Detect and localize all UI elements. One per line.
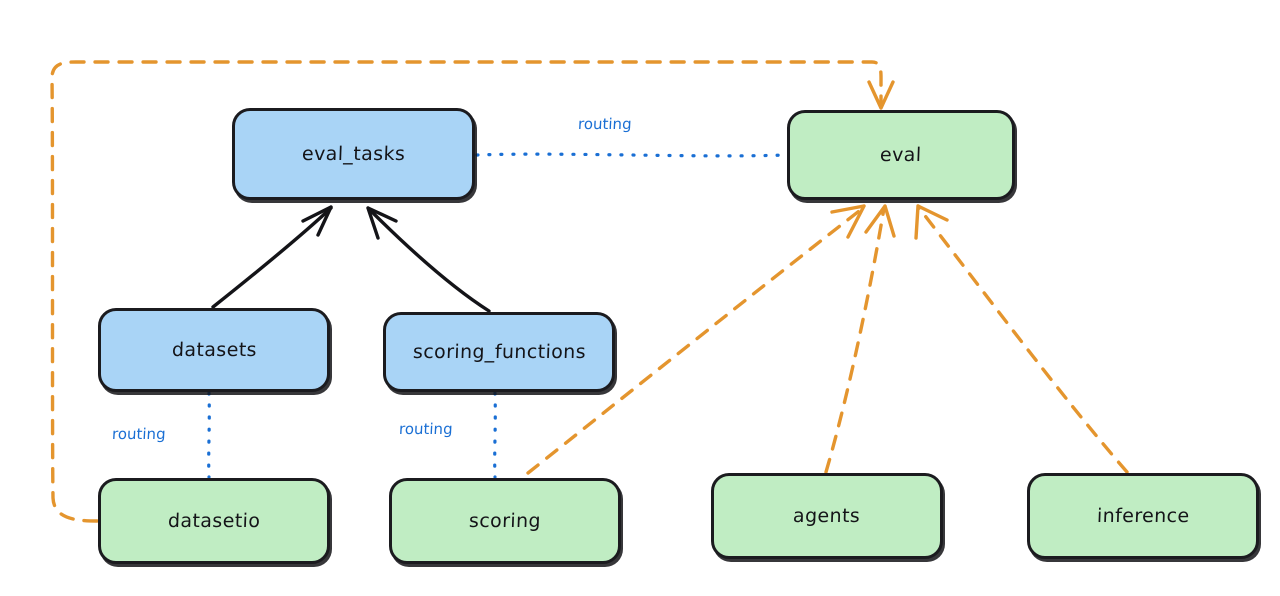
node-label-inference: inference xyxy=(1096,505,1190,527)
node-label-datasetio: datasetio xyxy=(167,510,261,532)
node-datasetio[interactable]: datasetio xyxy=(98,478,330,564)
edge-label-routing-eval: routing xyxy=(577,115,633,133)
edge-datasets-to-eval_tasks xyxy=(211,205,333,309)
edge-eval_tasks-to-eval xyxy=(475,152,788,158)
node-label-eval-tasks: eval_tasks xyxy=(301,143,406,165)
edge-label-routing-datasets: routing xyxy=(111,425,167,443)
node-eval-tasks[interactable]: eval_tasks xyxy=(232,108,475,200)
edge-scoring_functions-to-scoring xyxy=(493,391,497,479)
node-eval[interactable]: eval xyxy=(787,110,1015,200)
node-datasets[interactable]: datasets xyxy=(98,308,330,392)
edge-label-routing-scoring: routing xyxy=(398,420,454,438)
node-scoring[interactable]: scoring xyxy=(389,478,621,564)
node-label-datasets: datasets xyxy=(171,339,257,361)
edge-inference-to-eval xyxy=(914,204,1129,474)
node-inference[interactable]: inference xyxy=(1027,473,1259,559)
edge-datasetio-to-eval xyxy=(50,60,895,523)
node-label-scoring-functions: scoring_functions xyxy=(412,341,586,363)
edge-agents-to-eval xyxy=(824,204,896,474)
edge-scoring_functions-to-eval_tasks xyxy=(366,206,491,313)
edge-datasets-to-datasetio xyxy=(207,391,211,479)
node-label-eval: eval xyxy=(879,144,923,166)
edge-scoring-to-eval xyxy=(526,204,866,475)
node-label-scoring: scoring xyxy=(468,510,542,532)
node-agents[interactable]: agents xyxy=(711,473,943,559)
node-label-agents: agents xyxy=(793,505,861,527)
node-scoring-functions[interactable]: scoring_functions xyxy=(383,312,615,392)
